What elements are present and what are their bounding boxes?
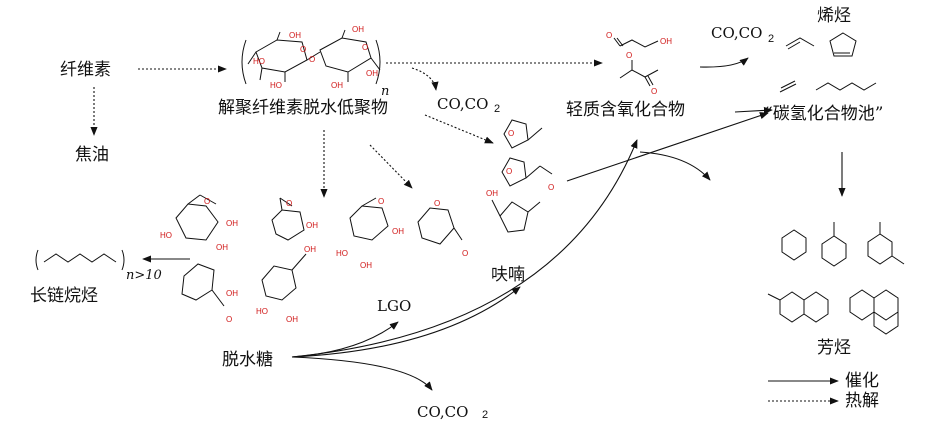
oligomer-structure (241, 29, 381, 85)
svg-text:O: O (300, 45, 306, 54)
anhydrosugar-structures (175, 194, 463, 307)
arrow-oxygenates-to-olefins (699, 57, 749, 68)
alkane-chain (35, 249, 125, 271)
hydrocarbon-pool-label: “碳氢化合物池” (764, 104, 884, 124)
svg-text:O: O (606, 31, 612, 40)
aromatic-structures (767, 222, 905, 335)
svg-text:O: O (286, 199, 292, 208)
long-chain-alkanes-label: 长链烷烃 (30, 286, 98, 306)
light-oxygenates-label: 轻质含氧化合物 (566, 100, 685, 120)
oligomer-n-subscript: n (381, 84, 390, 99)
svg-text:OH: OH (226, 219, 238, 228)
co-co2-top-label: CO,CO (437, 95, 489, 113)
oxygenate-structures (613, 37, 659, 87)
svg-text:OH: OH (306, 221, 318, 230)
svg-text:O: O (548, 183, 554, 192)
svg-text:HO: HO (160, 231, 172, 240)
svg-text:O: O (626, 51, 632, 60)
svg-text:OH: OH (660, 37, 672, 46)
svg-text:OH: OH (226, 289, 238, 298)
legend-pyrolysis-label: 热解 (845, 391, 879, 411)
cellulose-label: 纤维素 (60, 60, 111, 80)
co-co2-bottom-subscript: 2 (482, 409, 488, 421)
svg-text:HO: HO (336, 249, 348, 258)
anhydrosugars-label: 脱水糖 (222, 350, 273, 370)
olefins-label: 烯烃 (817, 6, 851, 26)
alkane-n-gt-10-label: n>10 (126, 268, 162, 283)
svg-text:OH: OH (392, 227, 404, 236)
svg-text:O: O (508, 129, 514, 138)
olefin-structures (779, 32, 877, 93)
co-co2-bottom-label: CO,CO (417, 403, 469, 421)
arrow-sugar-to-co-co2 (291, 356, 433, 391)
svg-text:HO: HO (256, 307, 268, 316)
arrow-furans-to-pool (566, 112, 769, 182)
co-co2-top-subscript: 2 (494, 103, 500, 115)
co-co2-right-subscript: 2 (768, 33, 774, 45)
svg-text:O: O (434, 199, 440, 208)
svg-text:O: O (506, 167, 512, 176)
svg-text:OH: OH (352, 25, 364, 34)
svg-text:O: O (204, 197, 210, 206)
svg-text:O: O (462, 249, 468, 258)
anhydro-oligomer-label: 解聚纤维素脱水低聚物 (218, 98, 388, 118)
svg-text:OH: OH (286, 315, 298, 324)
arrow-oligomer-to-co-co2 (411, 67, 439, 91)
svg-text:OH: OH (366, 69, 378, 78)
svg-text:O: O (309, 55, 315, 64)
svg-text:O: O (226, 315, 232, 324)
lgo-label: LGO (377, 297, 412, 315)
tar-label: 焦油 (75, 145, 109, 165)
svg-text:OH: OH (216, 243, 228, 252)
svg-text:HO: HO (253, 57, 265, 66)
furans-label: 呋喃 (491, 265, 525, 285)
svg-text:HO: HO (270, 81, 282, 90)
svg-text:OH: OH (289, 31, 301, 40)
co-co2-right-label: CO,CO (711, 24, 763, 42)
svg-text:O: O (378, 197, 384, 206)
svg-text:OH: OH (360, 261, 372, 270)
arrow-oligomer-to-furans (424, 114, 494, 144)
arrow-oxygenates-to-pool (734, 106, 773, 115)
svg-text:OH: OH (331, 81, 343, 90)
furan-structures (491, 119, 553, 233)
arrow-sugar-to-lgo (291, 321, 399, 358)
arrow-furans-to-coke (639, 151, 711, 181)
svg-text:O: O (651, 87, 657, 96)
aromatics-label: 芳烃 (817, 338, 851, 358)
arrow-sugar-to-furans (291, 286, 521, 358)
legend-catalysis-label: 催化 (845, 371, 879, 391)
arrow-oligomer-diagonal (369, 144, 413, 189)
svg-text:O: O (362, 43, 368, 52)
svg-text:OH: OH (486, 189, 498, 198)
svg-text:OH: OH (304, 245, 316, 254)
